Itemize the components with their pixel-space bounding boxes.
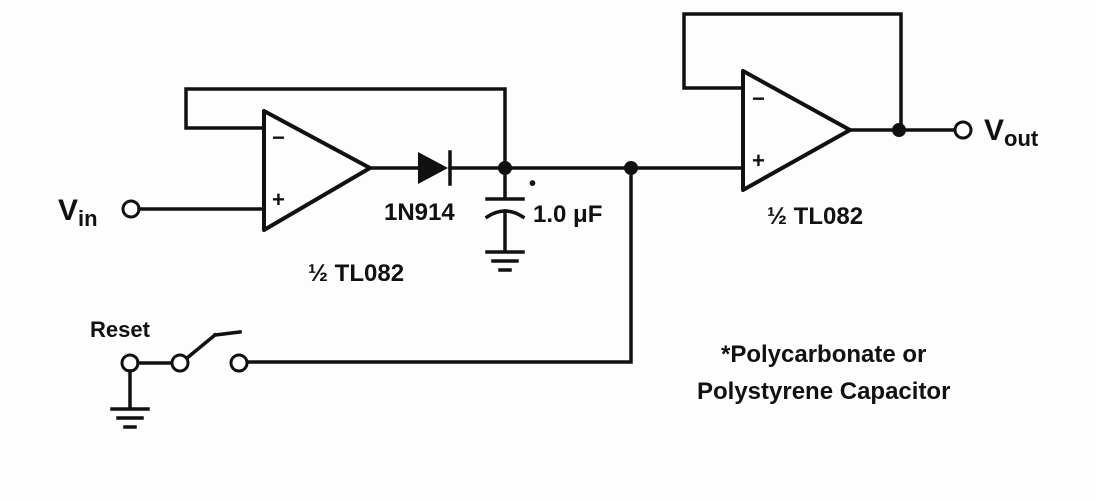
opamp-1-inverting-sign: −	[272, 125, 285, 150]
vout-terminal	[953, 120, 973, 140]
capacitor-label: 1.0 μF	[533, 201, 602, 228]
switch-ground-terminal	[120, 353, 140, 373]
opamp-2-noninverting-sign: +	[752, 148, 765, 173]
opamp-2-feedback-wire	[682, 12, 903, 132]
opamp-2-inverting-sign: −	[752, 86, 765, 111]
output-node: Vout	[848, 114, 1039, 151]
reset-wire	[245, 166, 633, 364]
opamp-1-noninverting-sign: +	[272, 187, 285, 212]
capacitor-footnote: *Polycarbonate or Polystyrene Capacitor	[697, 341, 950, 405]
footnote-line-1: *Polycarbonate or	[721, 341, 926, 368]
opamp-1-label: ½ TL082	[308, 260, 404, 287]
ground-icon	[485, 250, 525, 272]
switch-contact-terminal	[229, 353, 249, 373]
vin-terminal	[121, 199, 141, 219]
opamp-2-triangle	[741, 69, 852, 192]
opamp-2-label: ½ TL082	[767, 203, 863, 230]
input-node: Vin	[58, 194, 264, 231]
reset-switch[interactable]: Reset	[90, 317, 249, 373]
diode-anode-triangle	[418, 152, 448, 184]
footnote-line-2: Polystyrene Capacitor	[697, 378, 950, 405]
opamp-1-feedback-wire	[184, 87, 507, 170]
opamp-1: − + ½ TL082	[184, 87, 507, 287]
capacitor-marker: •	[529, 173, 536, 195]
junction-output	[892, 123, 906, 137]
switch-pivot-terminal	[170, 353, 190, 373]
opamp-1-triangle	[262, 109, 372, 232]
capacitor: • 1.0 μF	[484, 166, 602, 253]
diode-label: 1N914	[384, 199, 455, 226]
opamp-2: − + ½ TL082	[682, 12, 903, 230]
switch-blade[interactable]	[184, 332, 218, 361]
reset-label: Reset	[90, 317, 151, 342]
ground-icon	[110, 407, 150, 429]
vin-label: Vin	[58, 194, 98, 231]
vout-label: Vout	[984, 114, 1039, 151]
switch-blade-tip	[213, 330, 242, 337]
diode-1n914: 1N914	[384, 150, 455, 226]
